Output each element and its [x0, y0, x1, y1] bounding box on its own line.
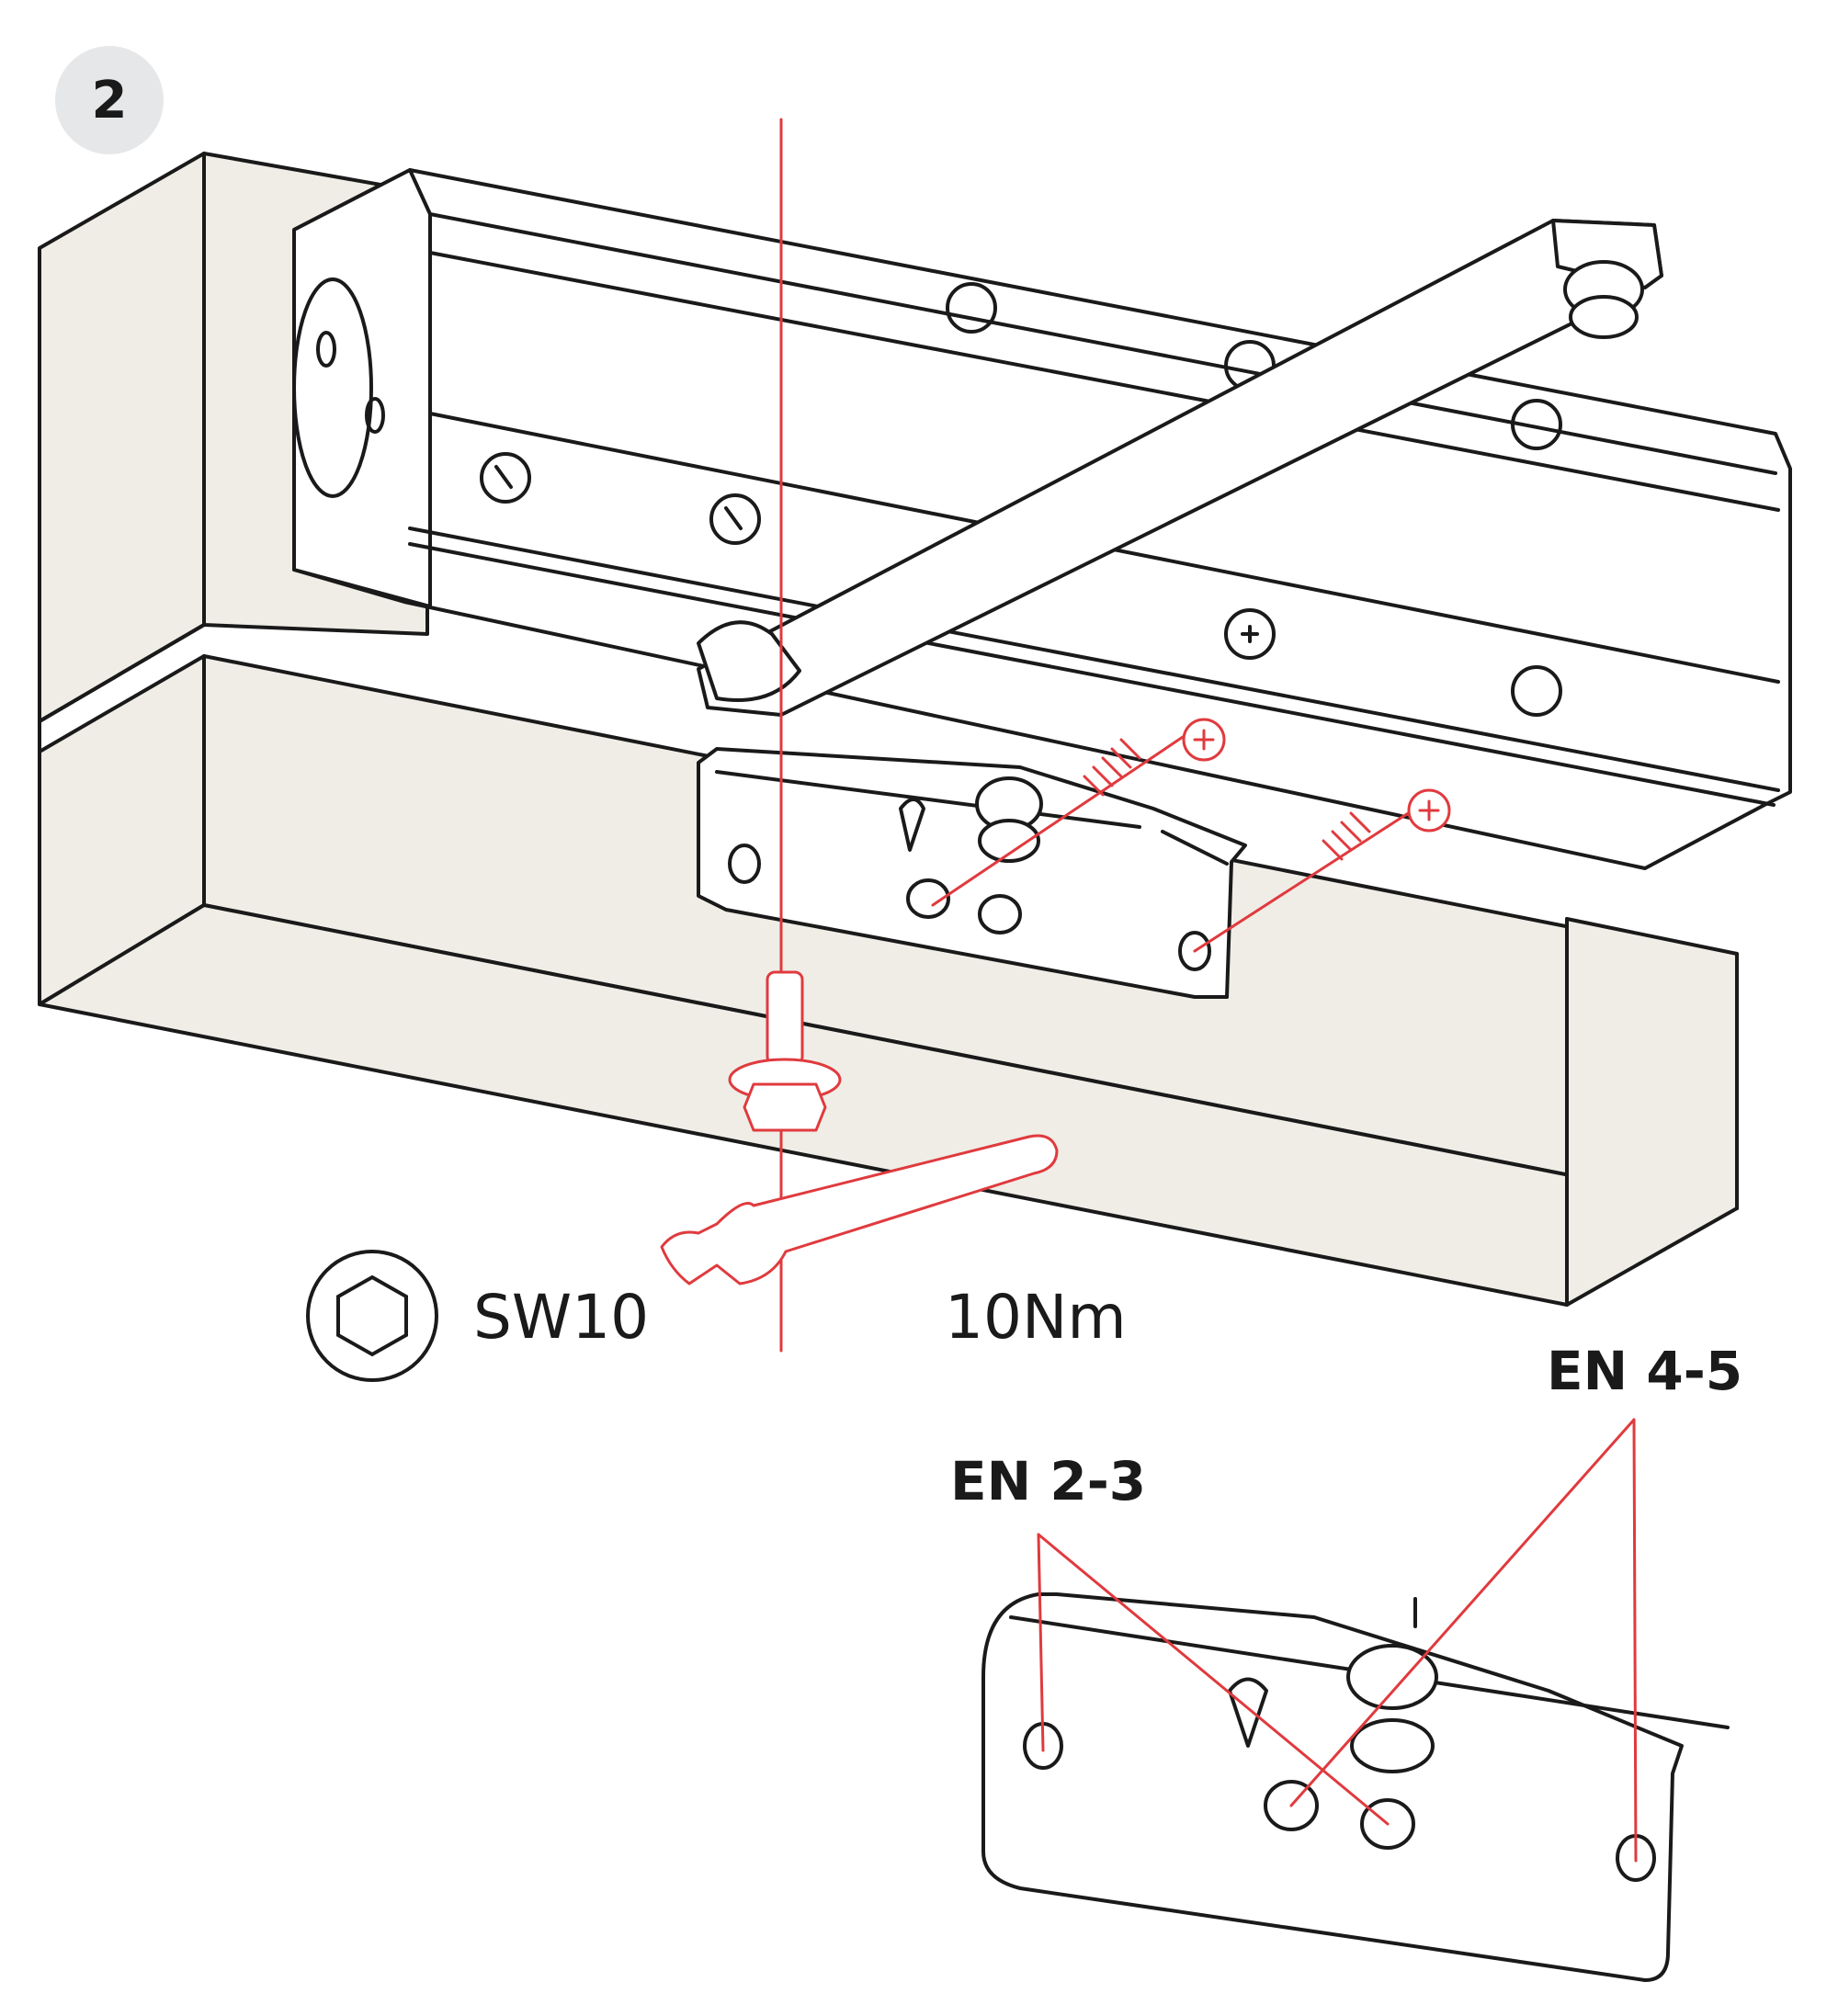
closer-screw-3 — [946, 282, 997, 334]
closer-screw-7 — [1511, 665, 1562, 717]
fixing-screw-2 — [1193, 788, 1451, 953]
closer-screw-5 — [1511, 399, 1562, 450]
spanner-icon — [660, 1134, 1059, 1285]
step-badge: 2 — [55, 46, 164, 154]
detail-bracket — [981, 1592, 1730, 1982]
en-4-5-pointer — [1289, 1418, 1638, 1863]
en-2-3-pointer — [1037, 1533, 1390, 1826]
closer-screw-2 — [709, 493, 761, 545]
en-2-3-label: EN 2-3 — [950, 1450, 1147, 1512]
arm-bracket — [697, 747, 1247, 999]
hex-key-icon — [306, 1250, 438, 1382]
step-number: 2 — [91, 70, 128, 130]
wrench-size-label: SW10 — [473, 1282, 650, 1353]
closer-screw-6 — [1224, 608, 1276, 660]
fixing-bolt — [728, 970, 842, 1132]
fixing-screw-1 — [931, 718, 1226, 907]
torque-label: 10Nm — [945, 1282, 1127, 1353]
closer-arm — [697, 219, 1663, 717]
closer-screw-1 — [480, 452, 531, 504]
en-4-5-label: EN 4-5 — [1547, 1340, 1743, 1402]
